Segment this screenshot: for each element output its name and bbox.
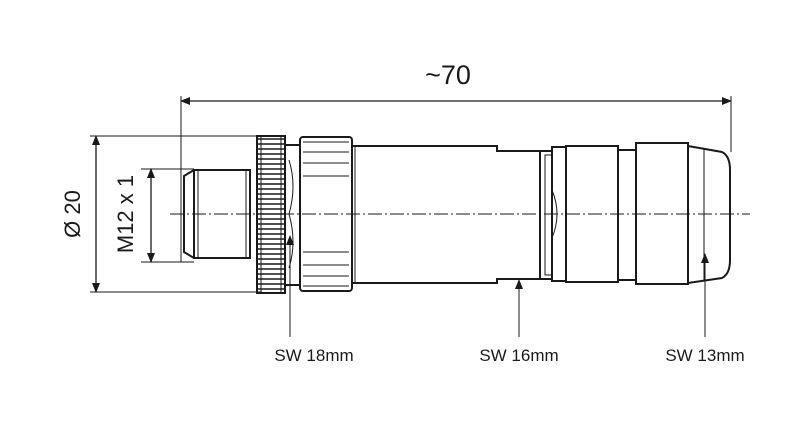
grip-section	[285, 144, 301, 286]
neck	[539, 150, 558, 280]
diameter-label: Ø 20	[60, 190, 85, 238]
coupling-ring	[256, 135, 286, 294]
sw16-label: SW 16mm	[479, 346, 558, 365]
callout-sw16: SW 16mm	[479, 279, 559, 365]
body-sleeve-16	[351, 145, 541, 284]
cable-end-cap	[687, 144, 731, 285]
thread-label: M12 x 1	[113, 175, 138, 253]
callout-sw13: SW 13mm	[665, 253, 745, 365]
thread-dimension: M12 x 1	[113, 168, 194, 263]
length-label: ~70	[425, 60, 471, 90]
length-dimension: ~70	[180, 60, 732, 262]
connector-body	[170, 135, 750, 294]
knurled-nut-13	[635, 142, 689, 285]
sw18-label: SW 18mm	[274, 346, 353, 365]
diameter-dimension: Ø 20	[60, 135, 262, 293]
middle-ring	[617, 149, 637, 281]
sw13-label: SW 13mm	[665, 346, 744, 365]
callout-sw18: SW 18mm	[274, 235, 354, 365]
